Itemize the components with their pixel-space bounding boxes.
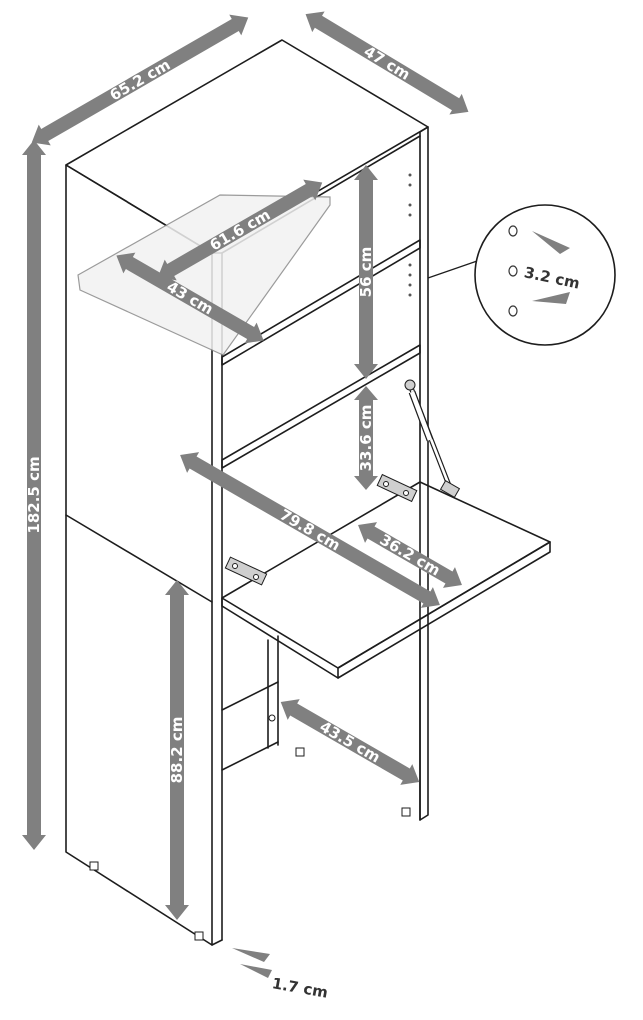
callout-circle [474,204,616,346]
dim-depth-top: 47 cm [305,11,469,115]
label-width-top: 65.2 cm [107,56,174,105]
gas-strut-icon [404,379,461,499]
shelf-pin-holes [408,173,412,297]
label-lower-height: 88.2 cm [168,717,186,784]
hinge-right-icon [376,473,418,503]
dim-flap-opening: 33.6 cm [354,386,378,490]
label-upper-height: 56 cm [357,247,375,298]
label-knee-depth: 43.5 cm [317,718,384,767]
cabinet-drawing [65,39,551,946]
dim-upper-height: 56 cm [354,165,378,379]
cabinet-right-side [419,126,429,821]
dim-flap-width: 79.8 cm [180,452,440,608]
dim-height-total: 182.5 cm [22,140,46,850]
inner-shelf-2 [221,344,421,469]
dim-width-top: 65.2 cm [31,14,249,146]
dim-knee-depth: 43.5 cm [280,699,420,785]
dim-lower-height: 88.2 cm [165,580,189,920]
label-depth-top: 47 cm [361,42,414,84]
label-height-total: 182.5 cm [25,456,43,533]
hinge-left-icon [224,556,268,586]
glass-shelf [77,194,331,356]
hole-spacing-callout: 3.2 cm [427,204,616,346]
dim-panel-thickness: 1.7 cm [232,948,329,1002]
label-flap-opening: 33.6 cm [357,405,375,472]
label-panel-thickness: 1.7 cm [271,974,330,1002]
door-split-line [65,514,213,603]
